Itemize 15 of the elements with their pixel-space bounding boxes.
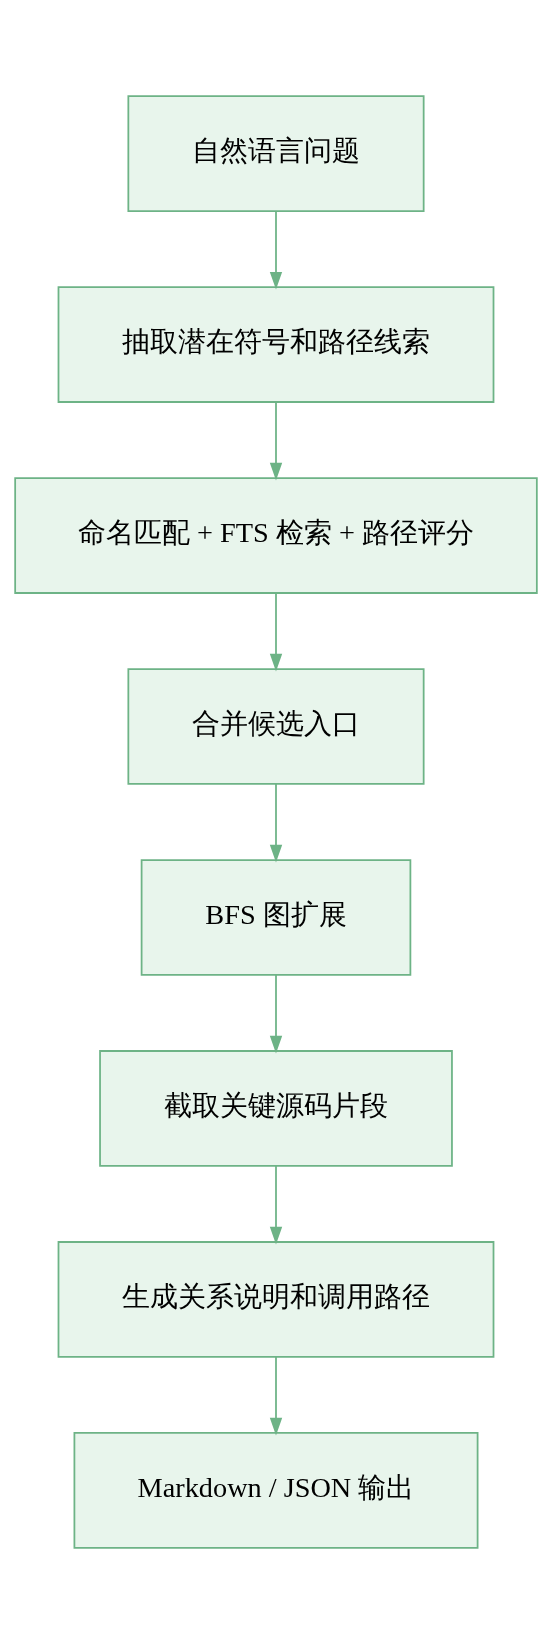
node-box: 抽取潜在符号和路径线索 xyxy=(57,286,495,403)
arrow xyxy=(269,974,283,1054)
node-box: Markdown / JSON 输出 xyxy=(73,1432,479,1549)
node-box: 生成关系说明和调用路径 xyxy=(57,1241,495,1358)
node-box: 截取关键源码片段 xyxy=(99,1050,453,1167)
arrow xyxy=(269,1165,283,1245)
arrow xyxy=(269,1356,283,1436)
node-box: 自然语言问题 xyxy=(127,95,425,212)
node-box: BFS 图扩展 xyxy=(140,859,412,976)
node-box: 命名匹配 + FTS 检索 + 路径评分 xyxy=(14,477,538,594)
arrow xyxy=(269,783,283,863)
arrow xyxy=(269,210,283,290)
node-box: 合并候选入口 xyxy=(127,668,425,785)
arrow xyxy=(269,401,283,481)
arrow xyxy=(269,592,283,672)
